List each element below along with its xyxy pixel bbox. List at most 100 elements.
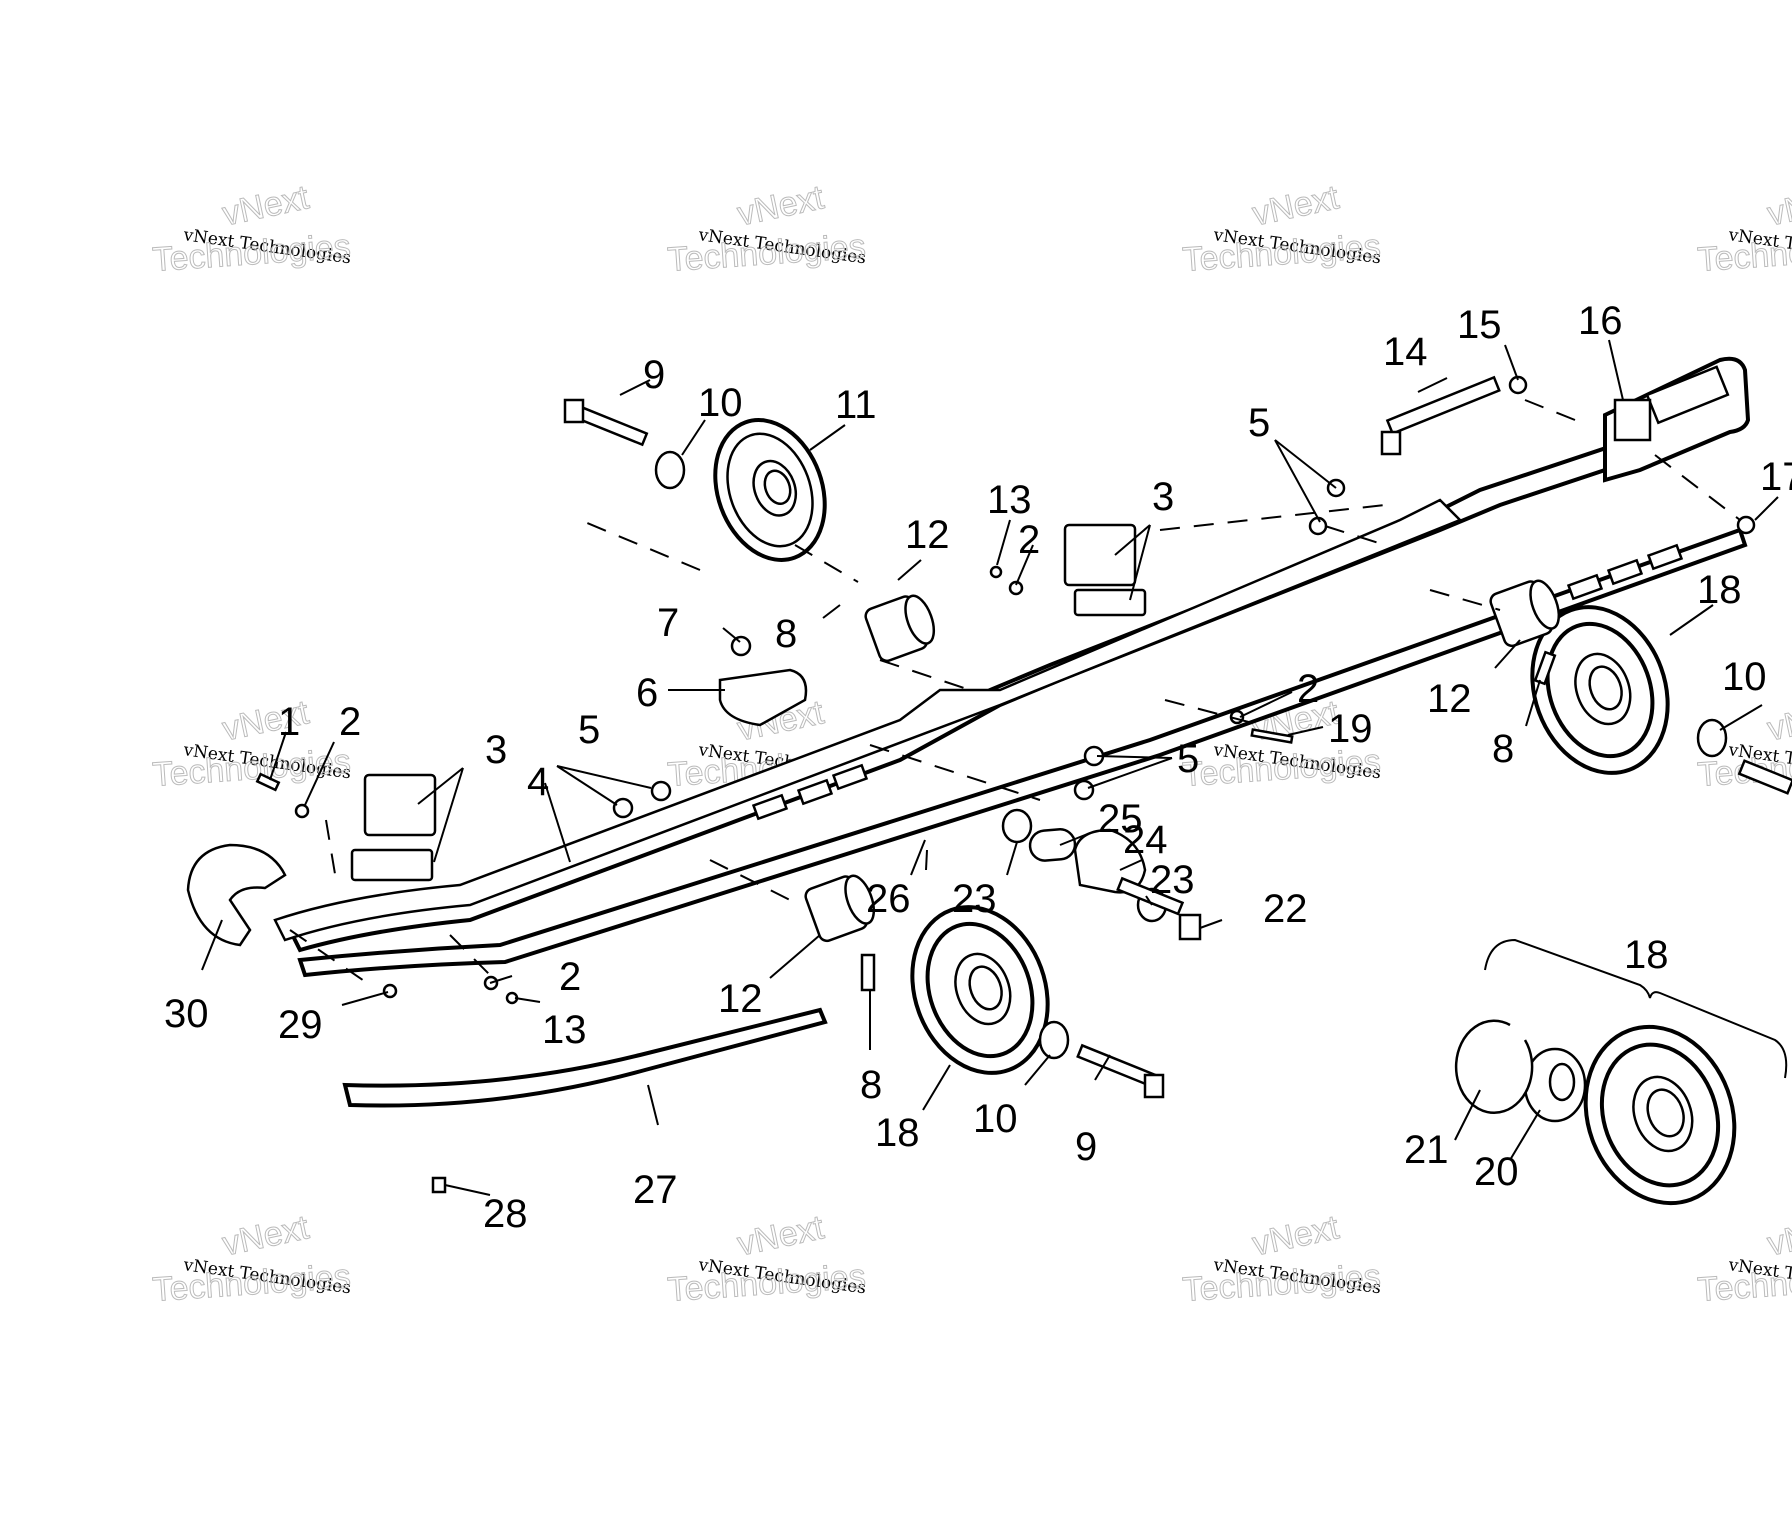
callout-10[interactable]: 10 xyxy=(698,381,743,425)
svg-text:vNext: vNext xyxy=(1764,693,1792,748)
callout-20[interactable]: 20 xyxy=(1474,1150,1519,1194)
screw xyxy=(860,953,876,992)
callout-28[interactable]: 28 xyxy=(483,1192,528,1236)
callout-1[interactable]: 1 xyxy=(278,700,300,744)
callout-8[interactable]: 8 xyxy=(775,612,797,656)
idler-wheel xyxy=(1530,605,1670,775)
nut xyxy=(1008,580,1024,596)
svg-text:vNext: vNext xyxy=(1764,1208,1792,1263)
wheel-mount xyxy=(864,594,936,663)
callout-14[interactable]: 14 xyxy=(1383,330,1428,374)
washer xyxy=(1696,718,1728,758)
callout-19[interactable]: 19 xyxy=(1328,707,1373,751)
callout-13[interactable]: 13 xyxy=(542,1008,587,1052)
rail-slot xyxy=(751,793,789,821)
washer xyxy=(1038,1020,1070,1060)
idler-wheel xyxy=(713,418,827,562)
callout-2[interactable]: 2 xyxy=(1297,667,1319,711)
watermarks: vNext vNext Technologies Technologies vN… xyxy=(151,178,1792,1310)
callout-26[interactable]: 26 xyxy=(866,877,911,921)
svg-text:Technologies: Technologies xyxy=(1181,227,1382,279)
rail-slot xyxy=(1606,558,1644,586)
nut xyxy=(1736,515,1756,535)
callout-2[interactable]: 2 xyxy=(559,955,581,999)
callout-12[interactable]: 12 xyxy=(1427,677,1472,721)
leader-lines xyxy=(201,339,1779,1196)
callout-5[interactable]: 5 xyxy=(578,708,600,752)
nut xyxy=(1073,779,1095,801)
callout-27[interactable]: 27 xyxy=(633,1168,678,1212)
svg-text:Technologies: Technologies xyxy=(151,1257,352,1309)
washer xyxy=(654,450,686,490)
rail-slot xyxy=(1566,573,1604,601)
bearing xyxy=(1523,1047,1587,1123)
assembly-brace xyxy=(1484,938,1788,1079)
callout-16[interactable]: 16 xyxy=(1578,299,1623,343)
callout-21[interactable]: 21 xyxy=(1404,1128,1449,1172)
callout-30[interactable]: 30 xyxy=(164,992,209,1036)
callout-4[interactable]: 4 xyxy=(527,760,549,804)
bolt xyxy=(1116,876,1202,941)
wheel-mount xyxy=(1489,579,1561,648)
svg-text:vNext: vNext xyxy=(219,178,312,233)
nut xyxy=(382,983,398,999)
nut xyxy=(612,797,634,819)
watermark: vNext vNext Technologies Technologies xyxy=(1696,1208,1792,1310)
callout-10[interactable]: 10 xyxy=(973,1097,1018,1141)
callout-12[interactable]: 12 xyxy=(905,513,950,557)
rail-slot xyxy=(796,778,834,806)
nut xyxy=(989,565,1003,579)
callout-2[interactable]: 2 xyxy=(1018,518,1040,562)
callout-12[interactable]: 12 xyxy=(718,977,763,1021)
callout-9[interactable]: 9 xyxy=(643,353,665,397)
callout-17[interactable]: 17 xyxy=(1760,455,1792,499)
bracket-plate xyxy=(718,668,808,727)
watermark: vNext vNext Technologies Technologies xyxy=(1181,178,1383,280)
slide-rail xyxy=(273,407,1748,978)
callout-5[interactable]: 5 xyxy=(1248,401,1270,445)
svg-text:vNext: vNext xyxy=(734,1208,827,1263)
rail-slot xyxy=(1646,543,1684,571)
bolt xyxy=(1380,375,1501,456)
callout-25[interactable]: 25 xyxy=(1098,797,1143,841)
callout-11[interactable]: 11 xyxy=(835,383,877,427)
idler-wheel xyxy=(910,905,1050,1075)
svg-text:vNext: vNext xyxy=(734,178,827,233)
watermark: vNext vNext Technologies Technologies xyxy=(666,178,868,280)
callout-15[interactable]: 15 xyxy=(1457,303,1502,347)
callout-23[interactable]: 23 xyxy=(952,877,997,921)
callout-8[interactable]: 8 xyxy=(1492,727,1514,771)
rail-slot xyxy=(831,763,869,791)
watermark: vNext vNext Technologies Technologies xyxy=(151,178,353,280)
callout-8[interactable]: 8 xyxy=(860,1063,882,1107)
callout-29[interactable]: 29 xyxy=(278,1003,323,1047)
bolt xyxy=(563,398,649,447)
callout-9[interactable]: 9 xyxy=(1075,1125,1097,1169)
callout-6[interactable]: 6 xyxy=(636,671,658,715)
callout-18[interactable]: 18 xyxy=(1624,933,1669,977)
callout-22[interactable]: 22 xyxy=(1263,887,1308,931)
callout-3[interactable]: 3 xyxy=(485,728,507,772)
wear-block xyxy=(1063,523,1147,617)
callout-23[interactable]: 23 xyxy=(1150,858,1195,902)
screw xyxy=(431,1176,447,1194)
callout-5[interactable]: 5 xyxy=(1177,737,1199,781)
callout-24[interactable]: 24 xyxy=(1123,818,1168,862)
bolt xyxy=(1076,1043,1165,1099)
hyfax-slider xyxy=(342,1007,828,1108)
watermark: vNext vNext Technologies Technologies xyxy=(1181,1208,1383,1310)
washer xyxy=(1001,808,1033,844)
bracket-block xyxy=(1613,398,1652,442)
callout-18[interactable]: 18 xyxy=(875,1111,920,1155)
callout-7[interactable]: 7 xyxy=(657,601,679,645)
watermark: vNext vNext Technologies Technologies xyxy=(666,1208,868,1310)
wear-block xyxy=(350,773,437,882)
callout-2[interactable]: 2 xyxy=(339,700,361,744)
callout-10[interactable]: 10 xyxy=(1722,655,1767,699)
callout-13[interactable]: 13 xyxy=(987,478,1032,522)
svg-text:vNext: vNext xyxy=(1249,1208,1342,1263)
callout-18[interactable]: 18 xyxy=(1697,568,1742,612)
nut xyxy=(1508,375,1528,395)
callout-3[interactable]: 3 xyxy=(1152,475,1174,519)
